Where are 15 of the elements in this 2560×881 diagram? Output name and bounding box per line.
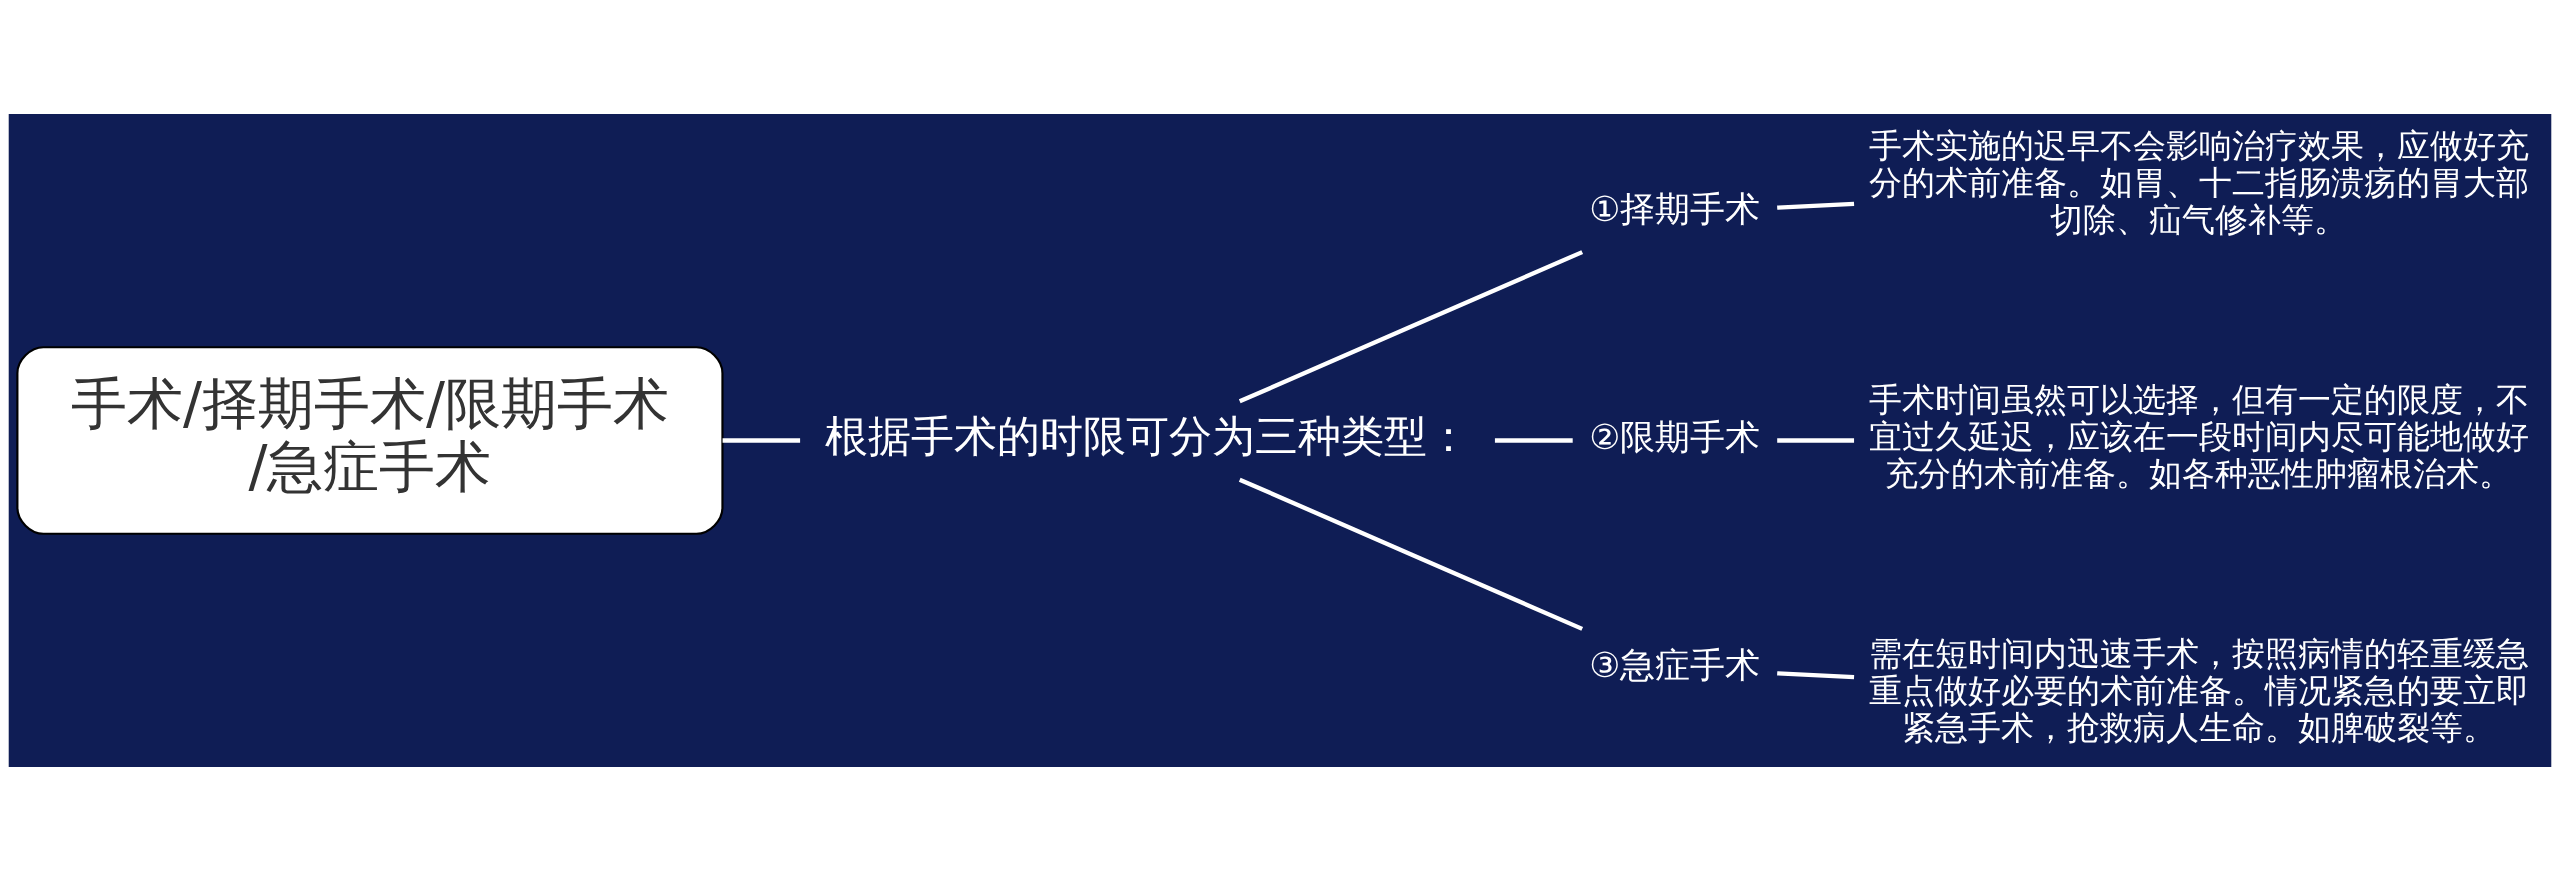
connector — [1494, 438, 1573, 443]
node-box: 手术/择期手术/限期手术/急症手术 — [16, 346, 724, 535]
node-text: 需在短时间内迅速手术，按照病情的轻重缓急重点做好必要的术前准备。情况紧急的要立即紧急手术，抢救病人生命。如脾破裂等。 — [1868, 635, 2529, 747]
node-text: ②限期手术 — [1589, 416, 1761, 457]
node-text: ③急症手术 — [1589, 644, 1761, 685]
connector — [1777, 438, 1855, 443]
node-text: 根据手术的时限可分为三种类型： — [825, 411, 1471, 462]
node-text: 手术实施的迟早不会影响治疗效果，应做好充分的术前准备。如胃、十二指肠溃疡的胃大部切除、疝气修补等。 — [1868, 127, 2529, 240]
connector — [1777, 671, 1855, 680]
connector — [722, 438, 801, 443]
connector — [1238, 477, 1584, 631]
connector — [1238, 250, 1584, 404]
node-text: ①择期手术 — [1589, 188, 1761, 229]
node-text: 手术时间虽然可以选择，但有一定的限度，不宜过久延迟，应该在一段时间内尽可能地做好充分的术前准备。如各种恶性肿瘤根治术。 — [1868, 381, 2529, 493]
connector — [1777, 201, 1855, 210]
